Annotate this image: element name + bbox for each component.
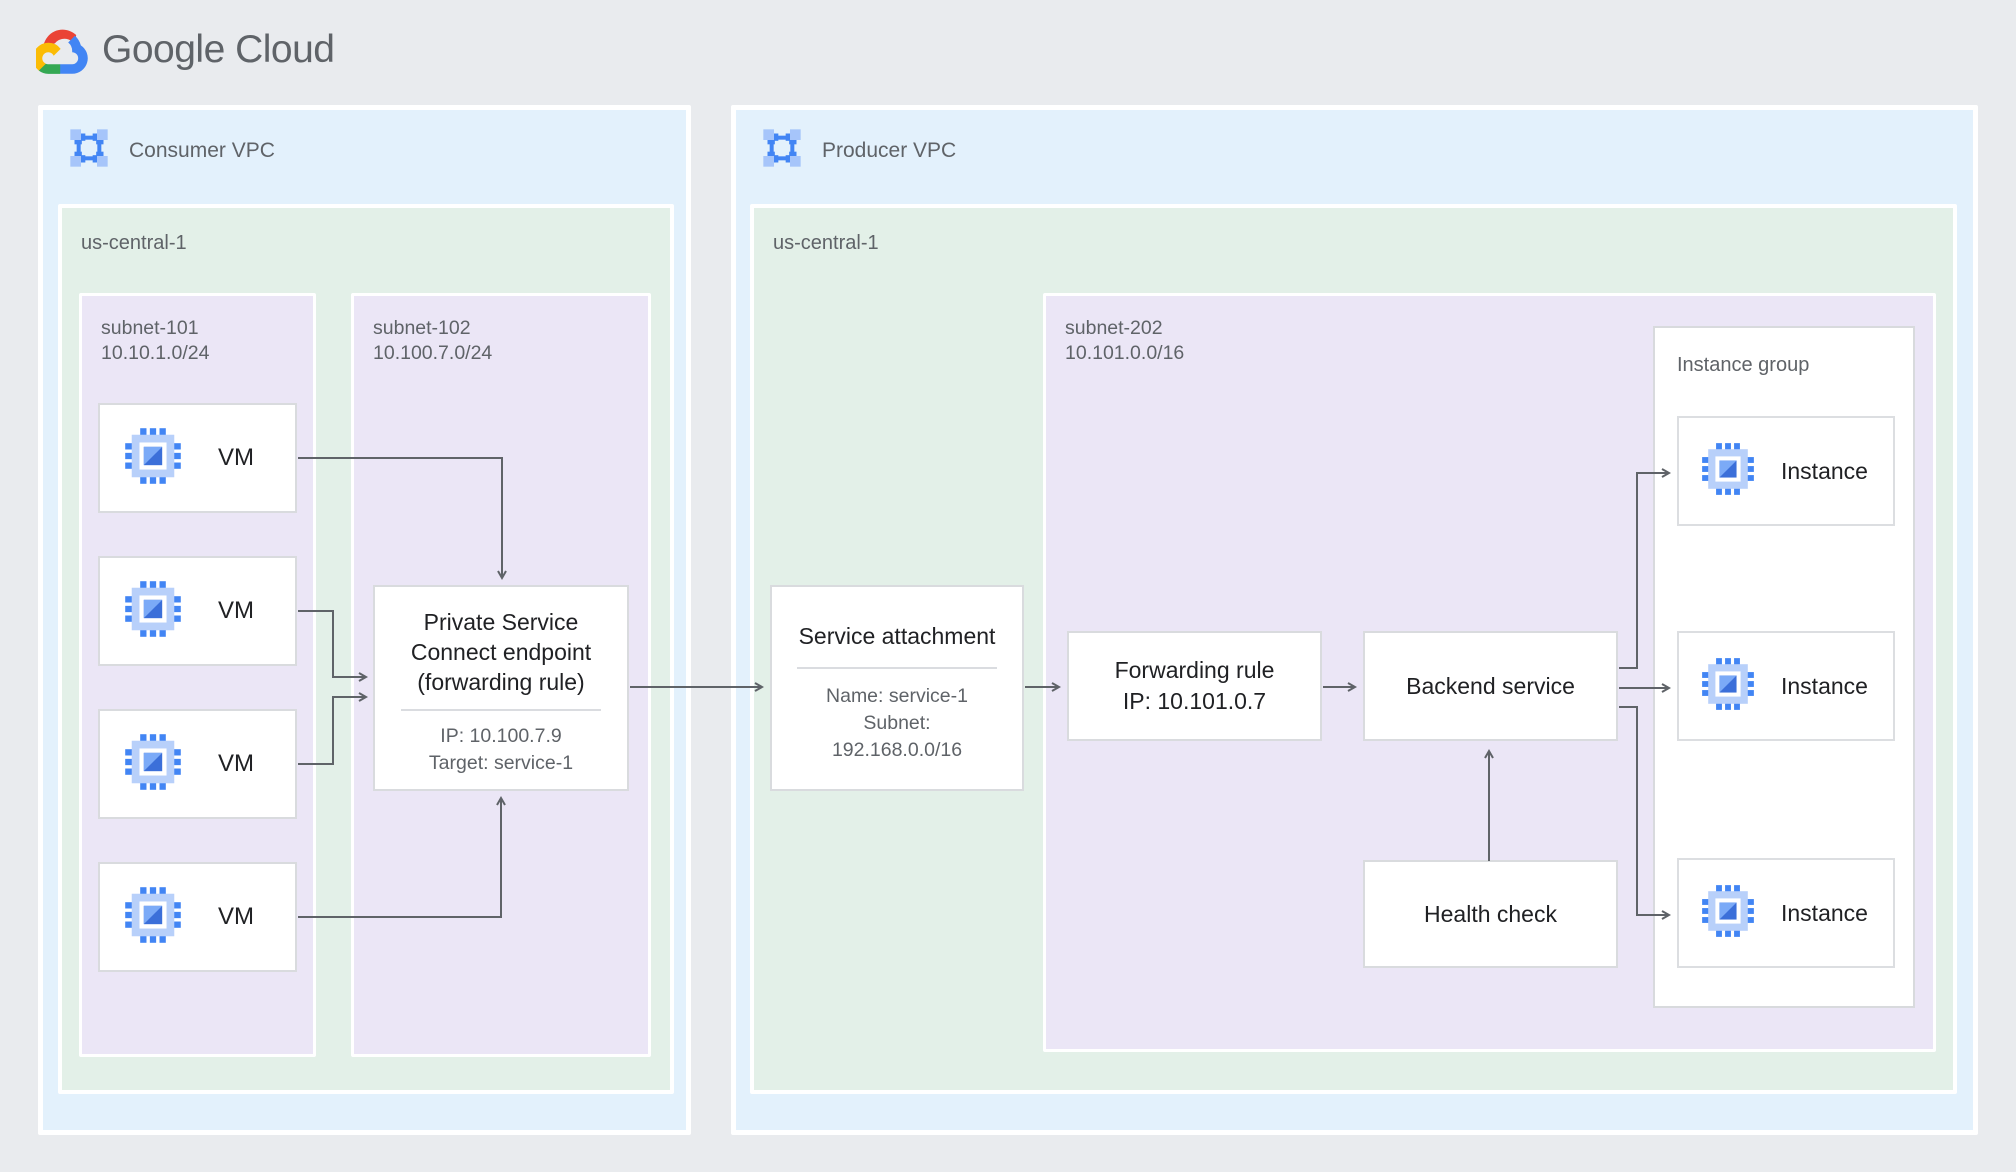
- subnet-202-cidr: 10.101.0.0/16: [1065, 342, 1185, 364]
- producer-vpc-container: Producer VPC us-central-1 Service attach…: [731, 105, 1978, 1135]
- subnet-101-label: subnet-101 10.10.1.0/24: [101, 316, 209, 366]
- instance-node-2: Instance: [1677, 631, 1895, 741]
- compute-engine-icon: [124, 733, 182, 796]
- psc-title-line1: Private Service: [423, 609, 579, 635]
- forwarding-rule-node: Forwarding rule IP: 10.101.0.7: [1067, 631, 1322, 741]
- vpc-network-icon: [762, 128, 802, 173]
- logo-text: Google Cloud: [102, 28, 335, 71]
- subnet-202-label: subnet-202 10.101.0.0/16: [1065, 316, 1184, 366]
- producer-vpc-header: Producer VPC: [762, 128, 956, 173]
- compute-engine-icon: [1701, 884, 1755, 943]
- psc-target: Target: service-1: [428, 752, 574, 774]
- psc-ip: IP: 10.100.7.9: [440, 725, 562, 747]
- producer-region-label: us-central-1: [773, 232, 879, 254]
- consumer-vpc-header: Consumer VPC: [69, 128, 275, 173]
- subnet-202-name: subnet-202: [1065, 317, 1163, 339]
- health-check-label: Health check: [1424, 901, 1557, 927]
- service-attachment-node: Service attachment Name: service-1 Subne…: [770, 585, 1024, 791]
- sa-name: Name: service-1: [826, 685, 968, 707]
- health-check-node: Health check: [1363, 860, 1618, 968]
- forwarding-rule-label: Forwarding rule IP: 10.101.0.7: [1115, 655, 1275, 717]
- compute-engine-icon: [1701, 657, 1755, 716]
- compute-engine-icon: [124, 580, 182, 643]
- producer-region-container: us-central-1 Service attachment Name: se…: [750, 204, 1957, 1094]
- compute-engine-icon: [124, 886, 182, 949]
- fr-line1: Forwarding rule: [1114, 657, 1275, 683]
- vm-label: VM: [218, 444, 254, 471]
- consumer-region-label: us-central-1: [81, 232, 187, 254]
- subnet-101-cidr: 10.10.1.0/24: [101, 342, 210, 364]
- vpc-network-icon: [69, 128, 109, 173]
- vm-label: VM: [218, 903, 254, 930]
- google-cloud-icon: [36, 24, 88, 76]
- subnet-202-container: subnet-202 10.101.0.0/16 Forwarding rule…: [1043, 293, 1936, 1052]
- consumer-vpc-label: Consumer VPC: [129, 138, 275, 162]
- service-attachment-details: Name: service-1 Subnet: 192.168.0.0/16: [772, 683, 1022, 764]
- instance-label: Instance: [1781, 672, 1868, 699]
- divider: [797, 667, 997, 669]
- fr-line2: IP: 10.101.0.7: [1122, 688, 1267, 714]
- subnet-101-name: subnet-101: [101, 317, 199, 339]
- producer-vpc-label: Producer VPC: [822, 138, 957, 162]
- psc-endpoint-details: IP: 10.100.7.9 Target: service-1: [375, 723, 627, 777]
- vm-label: VM: [218, 750, 254, 777]
- compute-engine-icon: [124, 427, 182, 490]
- instance-group-label: Instance group: [1677, 354, 1810, 376]
- sa-subnet-label: Subnet:: [863, 712, 931, 734]
- psc-title-line2: Connect endpoint: [410, 639, 592, 665]
- vm-node-2: VM: [98, 556, 297, 666]
- subnet-101-container: subnet-101 10.10.1.0/24: [79, 293, 316, 1057]
- subnet-102-label: subnet-102 10.100.7.0/24: [373, 316, 492, 366]
- vm-label: VM: [218, 597, 254, 624]
- compute-engine-icon: [1701, 442, 1755, 501]
- backend-service-node: Backend service: [1363, 631, 1618, 741]
- psc-title-line3: (forwarding rule): [417, 669, 585, 695]
- consumer-region-container: us-central-1 subnet-101 10.10.1.0/24: [58, 204, 674, 1094]
- instance-node-3: Instance: [1677, 858, 1895, 968]
- instance-label: Instance: [1781, 899, 1868, 926]
- subnet-102-cidr: 10.100.7.0/24: [373, 342, 493, 364]
- instance-node-1: Instance: [1677, 416, 1895, 526]
- backend-service-label: Backend service: [1406, 673, 1575, 699]
- vm-node-3: VM: [98, 709, 297, 819]
- vm-node-4: VM: [98, 862, 297, 972]
- instance-label: Instance: [1781, 457, 1868, 484]
- subnet-102-container: subnet-102 10.100.7.0/24 Private Service…: [351, 293, 651, 1057]
- sa-subnet-cidr: 192.168.0.0/16: [831, 739, 963, 761]
- service-attachment-title: Service attachment: [798, 623, 996, 649]
- consumer-vpc-container: Consumer VPC us-central-1 subnet-101 10.…: [38, 105, 691, 1135]
- divider: [401, 709, 601, 711]
- psc-endpoint-node: Private Service Connect endpoint (forwar…: [373, 585, 629, 791]
- subnet-102-name: subnet-102: [373, 317, 471, 339]
- vm-node-1: VM: [98, 403, 297, 513]
- instance-group-container: Instance group: [1653, 326, 1915, 1008]
- psc-endpoint-title: Private Service Connect endpoint (forwar…: [375, 607, 627, 697]
- google-cloud-logo: Google Cloud: [36, 24, 335, 76]
